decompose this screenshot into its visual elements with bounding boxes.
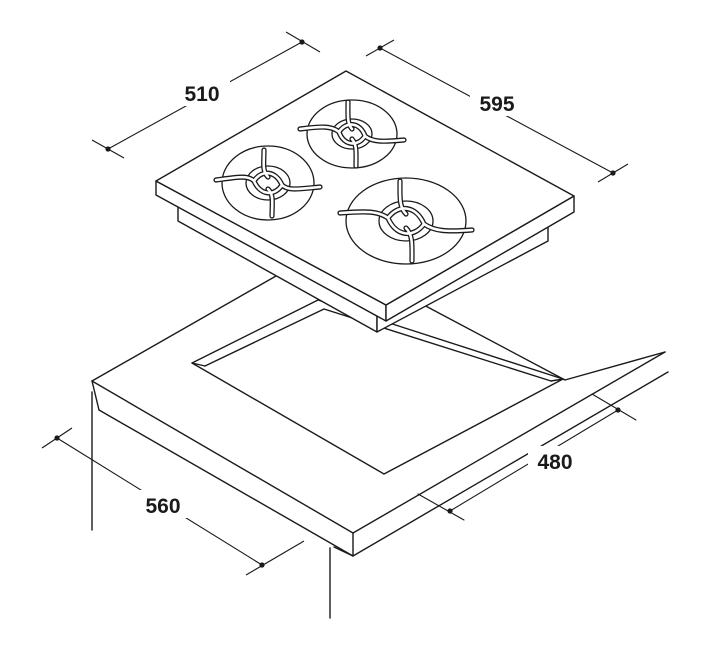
burner-left-inner-ring [245, 165, 291, 201]
cutout-rim-right [550, 378, 564, 382]
worktop-back-right-edge [419, 302, 666, 381]
hob-width-label: 595 [479, 93, 514, 116]
worktop-cutout [191, 299, 564, 475]
burner-top-outer-ring [306, 99, 398, 169]
burner-left-outer-ring [221, 145, 315, 221]
worktop-back-left-edge [91, 275, 277, 382]
burner-right-inner-ring [378, 200, 434, 242]
dimension-hob-depth: 510 [91, 31, 321, 159]
cutout-rim-left [191, 362, 206, 367]
dimension-hob-width: 595 [365, 39, 629, 183]
dimension-cutout-depth: 480 [417, 393, 637, 521]
dimension-cutout-width: 560 [41, 427, 305, 576]
burner-top [297, 99, 407, 169]
gas-hob [155, 70, 575, 333]
cutout-depth-label: 480 [537, 451, 572, 474]
worktop [91, 275, 669, 619]
burner-left [213, 145, 323, 221]
hob-top-surface [155, 70, 575, 306]
burner-right-outer-ring [345, 177, 467, 265]
worktop-left-thickness [91, 380, 100, 411]
cabinet-top-join [333, 546, 354, 557]
hob-depth-label: 510 [184, 83, 219, 106]
cutout-inner-rim [204, 308, 552, 382]
burner-right-large [337, 177, 475, 265]
burner-top-inner-ring [331, 118, 373, 150]
cutout-width-label: 560 [145, 495, 180, 518]
